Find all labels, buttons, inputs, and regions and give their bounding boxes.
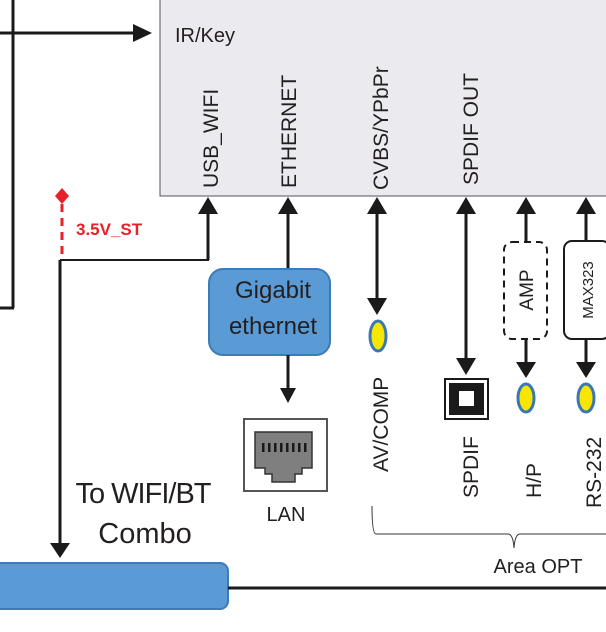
connector-label-rs232: RS-232 bbox=[583, 437, 606, 508]
ir-key-arrowhead-icon bbox=[133, 24, 152, 42]
rs232-arrowhead-up-icon bbox=[576, 197, 596, 214]
port-label-usb-wifi: USB_WIFI bbox=[200, 89, 223, 188]
ethernet-arrowhead-down-icon bbox=[280, 388, 296, 403]
lan-label: LAN bbox=[267, 504, 306, 526]
power-diamond-icon bbox=[55, 188, 69, 204]
connector-label-spdif: SPDIF bbox=[460, 436, 483, 498]
wifi-combo-label-line1: To WIFI/BT bbox=[76, 478, 212, 510]
gigabit-ethernet-block bbox=[208, 268, 331, 356]
port-label-ethernet: ETHERNET bbox=[278, 75, 301, 188]
hp-arrowhead-down-icon bbox=[516, 362, 536, 378]
port-label-cvbs: CVBS/YPbPr bbox=[370, 66, 393, 190]
hp-jack-icon bbox=[516, 382, 536, 414]
area-opt-brace bbox=[371, 505, 606, 549]
connector-label-av-comp: AV/COMP bbox=[370, 377, 393, 472]
spdif-arrowhead-down-icon bbox=[456, 358, 476, 375]
av-comp-jack-icon bbox=[368, 319, 388, 353]
amp-label: AMP bbox=[517, 269, 538, 310]
connector-label-hp: H/P bbox=[523, 463, 546, 498]
spdif-arrowhead-up-icon bbox=[456, 197, 476, 214]
rs232-arrowhead-down-icon bbox=[576, 362, 596, 378]
cvbs-arrowhead-up-icon bbox=[367, 197, 387, 214]
port-label-spdif-out: SPDIF OUT bbox=[460, 73, 483, 185]
spdif-optical-jack-icon bbox=[444, 378, 489, 420]
ethernet-arrowhead-up-icon bbox=[278, 197, 298, 214]
gigabit-label-line2: ethernet bbox=[229, 313, 317, 340]
wifi-bt-combo-block bbox=[0, 562, 229, 610]
gigabit-label-line1: Gigabit bbox=[235, 277, 311, 304]
wifi-combo-label-line2: Combo bbox=[98, 518, 192, 550]
ir-key-label: IR/Key bbox=[175, 25, 235, 47]
max323-label: MAX323 bbox=[580, 261, 597, 319]
rs232-jack-icon bbox=[576, 382, 596, 414]
wifi-combo-arrowhead-icon bbox=[50, 543, 70, 558]
power-label: 3.5V_ST bbox=[76, 220, 143, 239]
usb-wifi-arrowhead-icon bbox=[198, 197, 218, 214]
soc-block bbox=[159, 0, 606, 197]
hp-arrowhead-up-icon bbox=[516, 197, 536, 214]
cvbs-arrowhead-down-icon bbox=[367, 298, 387, 315]
lan-port-icon bbox=[243, 418, 328, 492]
area-opt-label: Area OPT bbox=[494, 556, 583, 578]
